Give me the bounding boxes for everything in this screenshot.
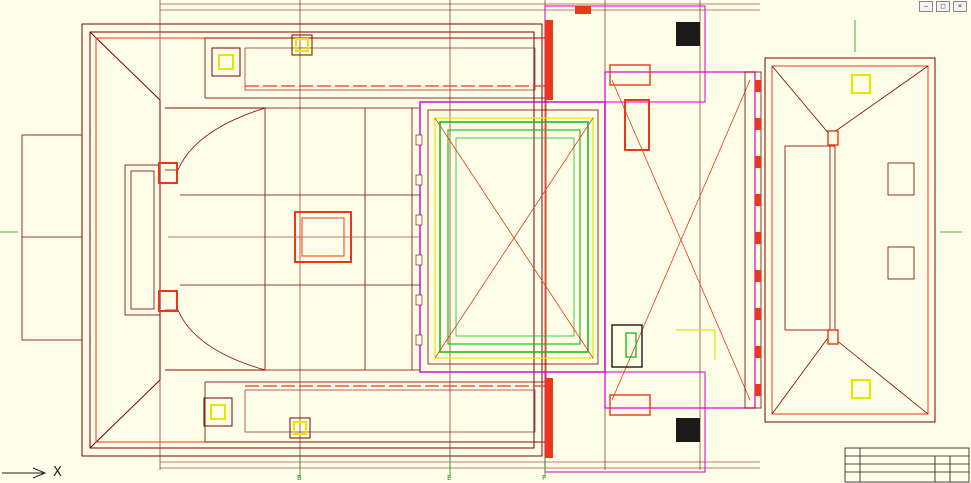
axis-arrow-icon: [2, 467, 47, 479]
right-annex: [764, 57, 936, 423]
stage-edge-ticks: [415, 134, 423, 346]
stair-boxes: [203, 34, 313, 439]
x-axis-label: X: [53, 465, 62, 480]
title-block: [844, 447, 970, 483]
backstage-markers: [755, 80, 761, 396]
close-icon[interactable]: ×: [953, 1, 967, 12]
grid-axis-markers: [0, 20, 962, 478]
grid-label-f: F: [542, 474, 546, 482]
window-controls: – □ ×: [919, 1, 967, 12]
service-blocks: [544, 5, 716, 473]
grid-label-e: E: [447, 474, 451, 482]
stage: [411, 101, 606, 373]
maximize-icon[interactable]: □: [936, 1, 950, 12]
grid-label-b: B: [297, 474, 302, 482]
columns: [158, 162, 352, 312]
minimize-icon[interactable]: –: [919, 1, 933, 12]
